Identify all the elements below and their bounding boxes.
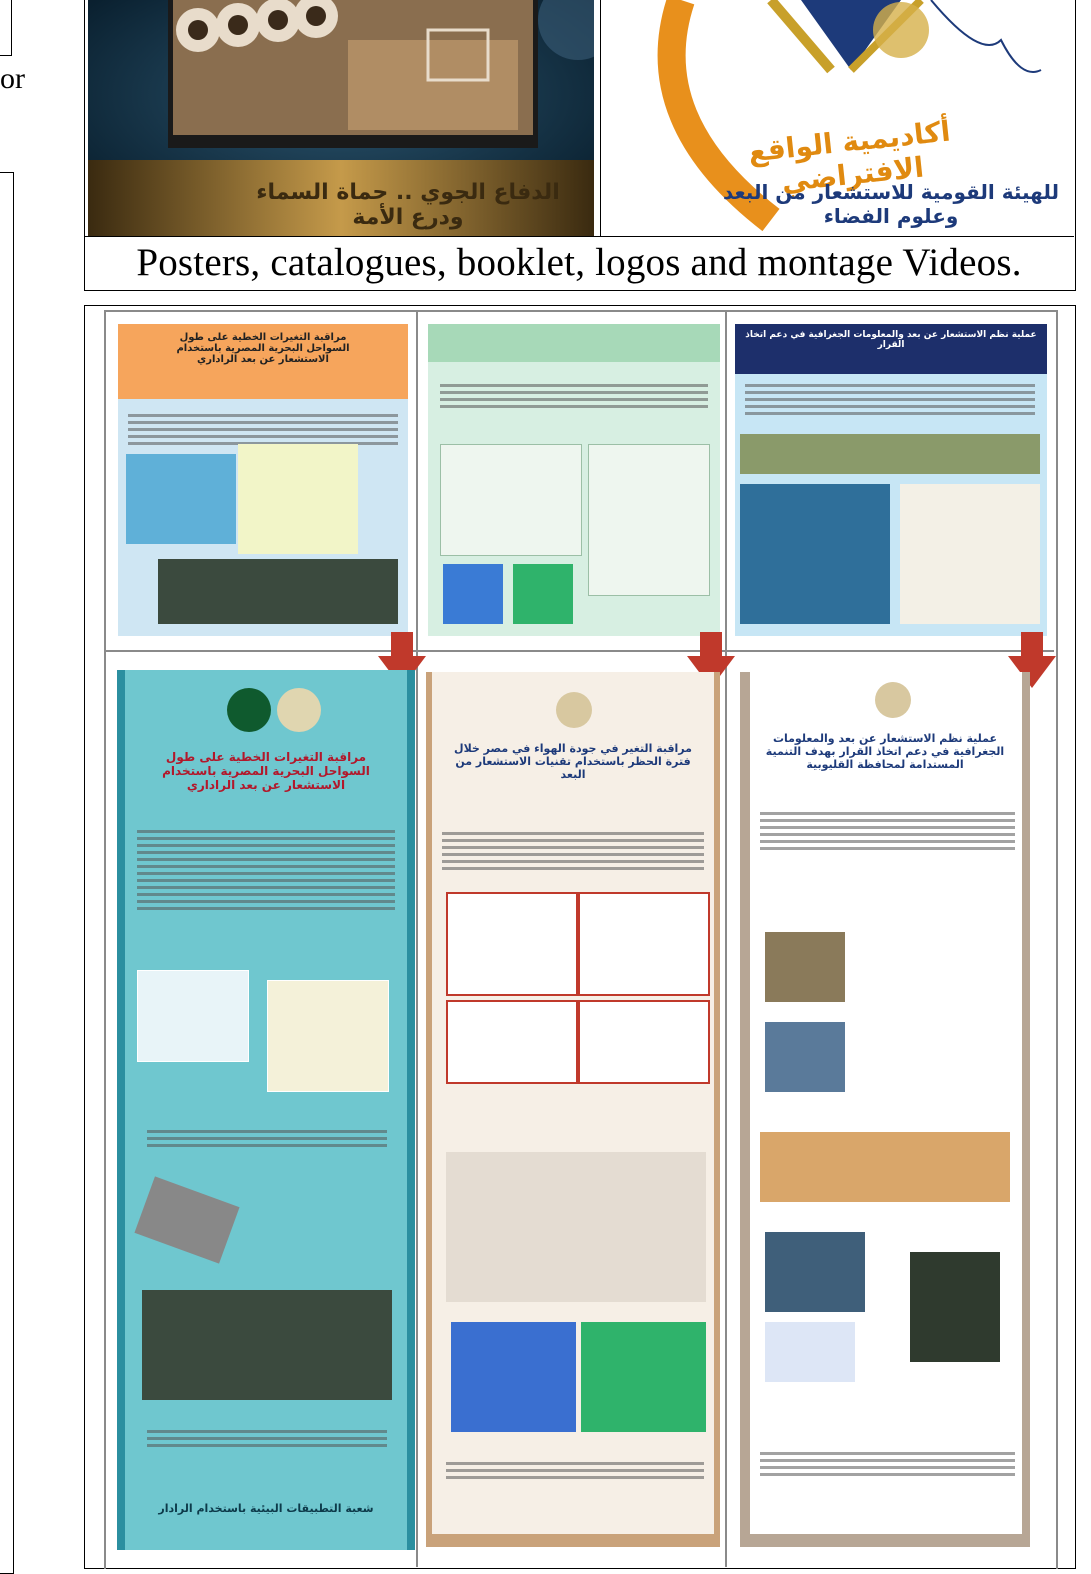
poster-before-1: مراقبة التغيرات الخطية على طول السواحل ا…: [118, 324, 408, 636]
map-image: [137, 970, 249, 1062]
chart-panel: [446, 892, 578, 996]
left-column-box-top: [0, 0, 12, 56]
grid-divider-vertical-1: [416, 310, 418, 1567]
table-image: [765, 1322, 855, 1382]
chart-panel: [446, 1000, 578, 1084]
poster-after-2: مراقبة التغير في جودة الهواء في مصر خلال…: [426, 672, 720, 1547]
poster-header-band: [735, 324, 1047, 374]
poster-title: عملية نظم الاستشعار عن بعد والمعلومات ال…: [765, 732, 1005, 771]
left-column-text-fragment: or: [0, 62, 25, 95]
posters-grid: [104, 310, 1058, 1569]
grid-divider-vertical-2: [725, 310, 727, 1567]
map-image: [513, 564, 573, 624]
poster-body-text: [128, 414, 398, 449]
arrow-stem: [1021, 632, 1043, 658]
image-strip: [740, 434, 1040, 474]
map-image: [740, 484, 890, 624]
air-defense-image: الدفاع الجوي .. حماة السماء ودرع الأمة: [88, 0, 594, 236]
air-defense-illustration: [88, 0, 594, 236]
logo-icon: [277, 688, 321, 732]
map-image: [451, 1322, 576, 1432]
poster-body-text: [137, 830, 395, 914]
workflow-diagram: [446, 1152, 706, 1302]
poster-body-text: [147, 1130, 387, 1151]
poster-body-text: [760, 1452, 1015, 1480]
poster-title: عملية نظم الاستشعار عن بعد والمعلومات ال…: [745, 330, 1037, 350]
top-figure-frame: [84, 0, 1076, 291]
map-image: [581, 1322, 706, 1432]
image-strip: [142, 1290, 392, 1400]
poster-body-text: [760, 812, 1015, 854]
chart-panel: [440, 444, 582, 556]
poster-title: مراقبة التغيرات الخطية على طول السواحل ا…: [176, 332, 350, 365]
photo-image: [765, 932, 845, 1002]
photo-image: [765, 1022, 845, 1092]
poster-panel: [750, 672, 1022, 1534]
logo-icon: [875, 682, 911, 718]
map-image: [900, 484, 1040, 624]
poster-before-3: عملية نظم الاستشعار عن بعد والمعلومات ال…: [735, 324, 1047, 636]
map-image: [238, 444, 358, 554]
poster-header-band: [118, 324, 408, 399]
poster-body-text: [446, 1462, 704, 1483]
poster-footer: شعبة التطبيقات البيئية باستخدام الرادار: [158, 1502, 374, 1515]
grid-divider-horizontal: [104, 650, 1054, 652]
logo-icon: [556, 692, 592, 728]
poster-header-band: [428, 324, 720, 362]
poster-body-text: [442, 832, 704, 874]
air-defense-caption: الدفاع الجوي .. حماة السماء ودرع الأمة: [256, 180, 560, 230]
vr-academy-emblem: [657, 0, 1042, 232]
photo-image: [765, 1232, 865, 1312]
figure-divider: [84, 236, 1074, 237]
poster-panel: [125, 670, 407, 1550]
logo-icon: [227, 688, 271, 732]
poster-body-text: [147, 1430, 387, 1451]
logo-subtitle: للهيئة القومية للاستشعار من البعد وعلوم …: [722, 180, 1060, 228]
poster-body-text: [745, 384, 1035, 419]
poster-before-2: [428, 324, 720, 636]
arrow-stem: [700, 632, 722, 658]
text-panel: [588, 444, 710, 596]
chart-panel: [578, 892, 710, 996]
arrow-stem: [391, 632, 413, 658]
figure-caption: Posters, catalogues, booklet, logos and …: [136, 241, 1022, 284]
image-strip: [760, 1132, 1010, 1202]
poster-title: مراقبة التغيرات الخطية على طول السواحل ا…: [162, 750, 370, 792]
poster-after-1: مراقبة التغيرات الخطية على طول السواحل ا…: [117, 670, 415, 1550]
chart-panel: [578, 1000, 710, 1084]
vr-academy-logo: أكاديمية الواقع الافتراضي للهيئة القومية…: [600, 0, 1074, 236]
poster-body-text: [440, 384, 708, 412]
map-image: [443, 564, 503, 624]
left-column-box: [0, 172, 14, 1574]
image-strip: [158, 559, 398, 624]
map-image: [910, 1252, 1000, 1362]
poster-after-3: عملية نظم الاستشعار عن بعد والمعلومات ال…: [740, 672, 1030, 1547]
map-image: [267, 980, 389, 1092]
poster-title: مراقبة التغير في جودة الهواء في مصر خلال…: [454, 742, 692, 781]
map-image: [126, 454, 236, 544]
